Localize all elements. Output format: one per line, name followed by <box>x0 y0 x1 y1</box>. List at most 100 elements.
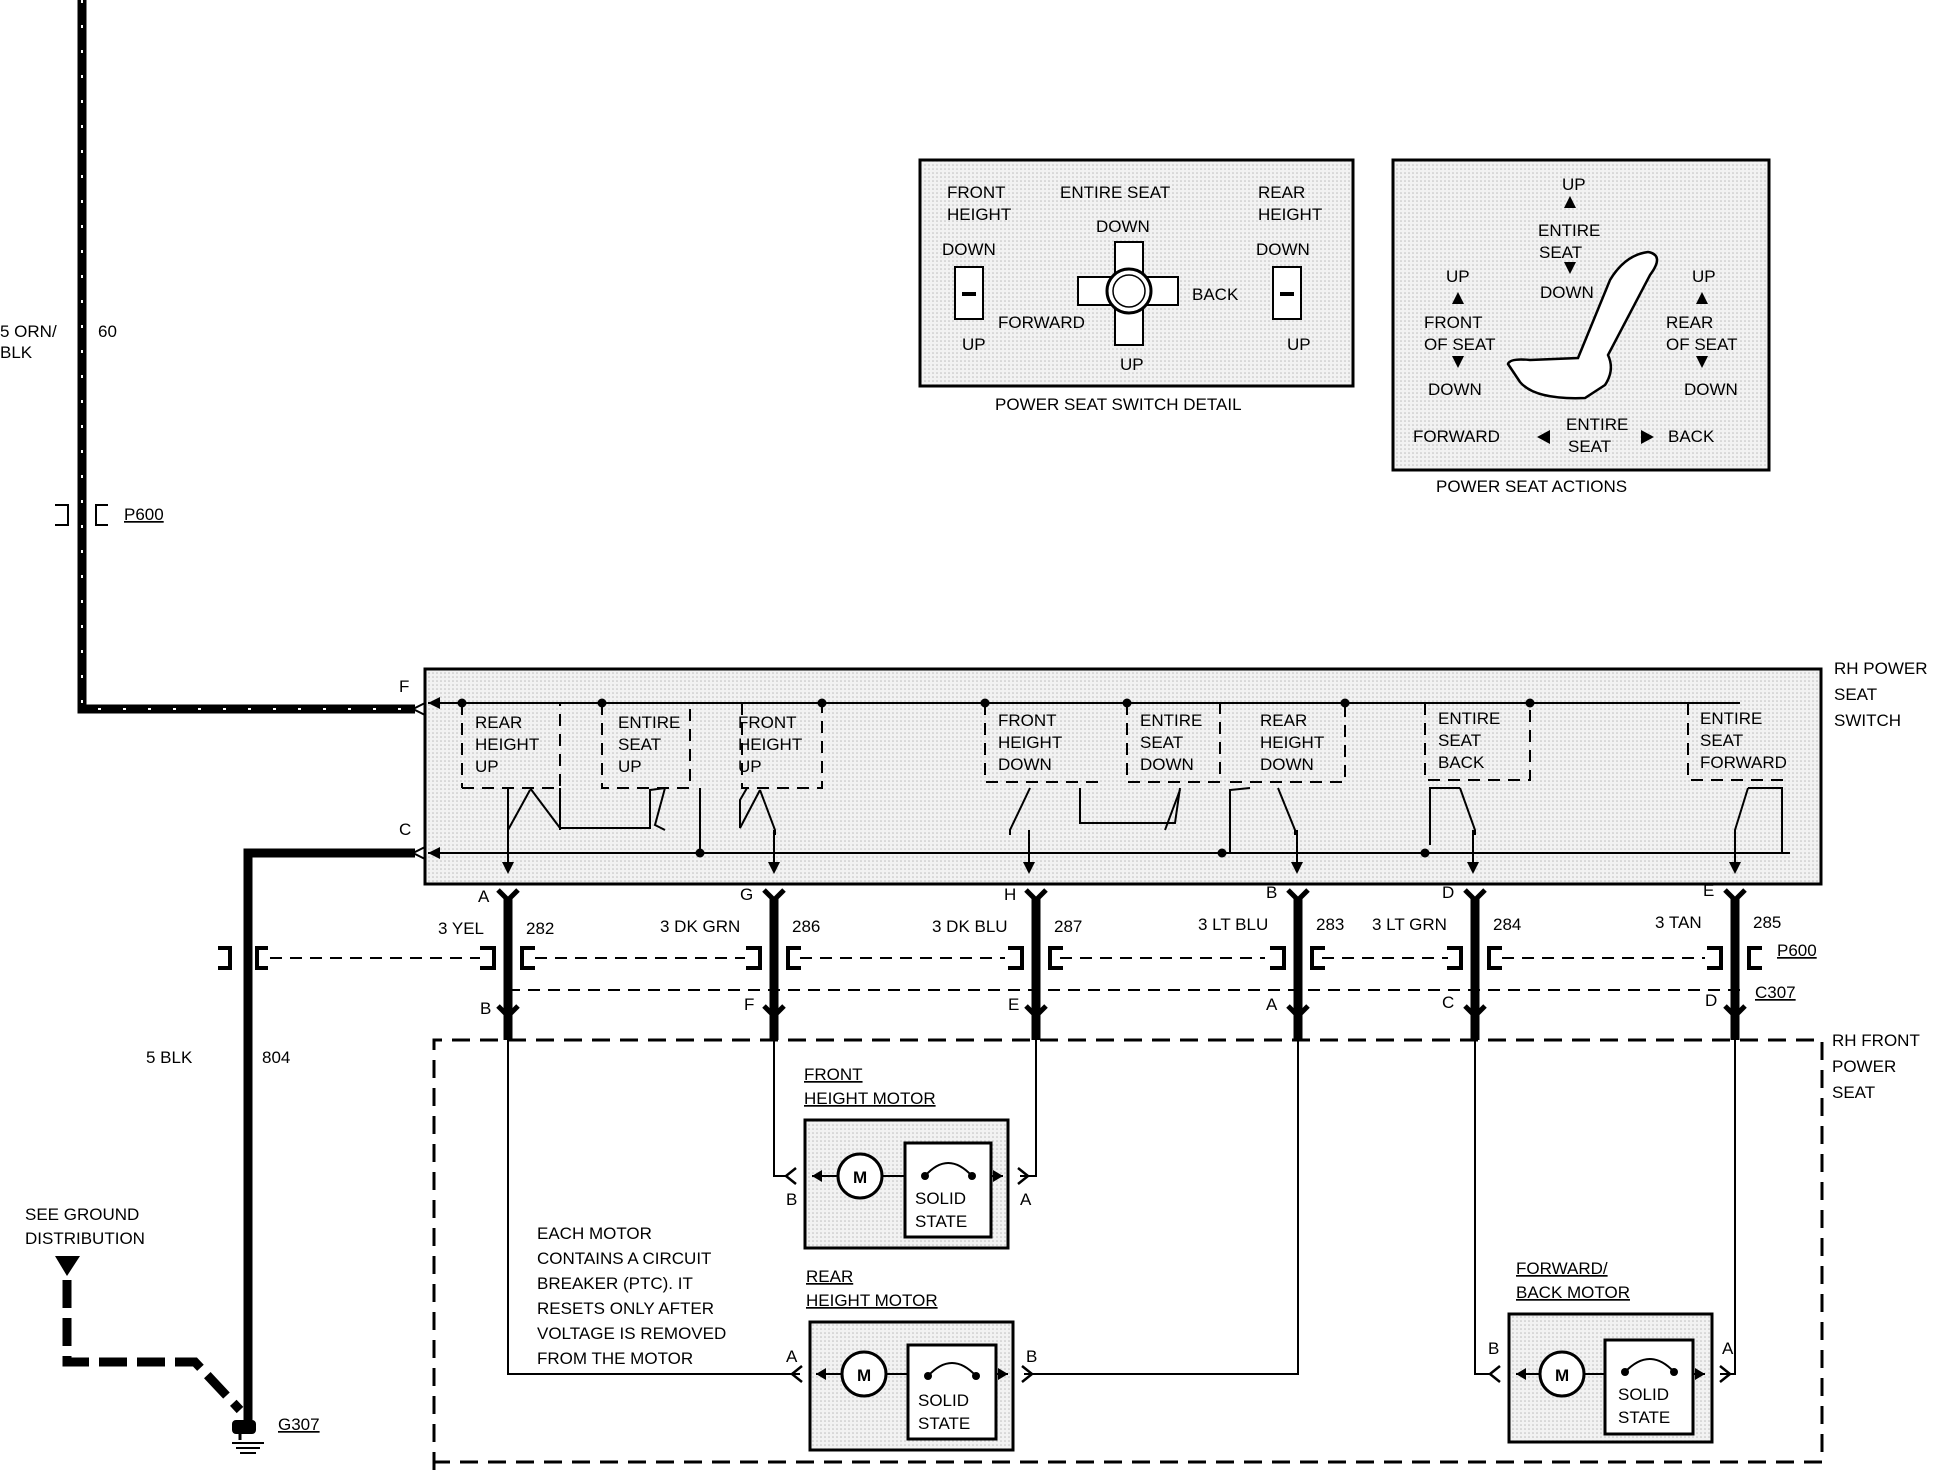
switch-7-line2: SEAT <box>1700 731 1743 750</box>
ground-wire-circuit: 804 <box>262 1048 290 1067</box>
switch-3-line2: HEIGHT <box>998 733 1062 752</box>
switch-1-line1: ENTIRE <box>618 713 680 732</box>
switch-2-line1: FRONT <box>738 713 797 732</box>
arrow-left-icon <box>1537 430 1550 444</box>
connector-p600-top-label: P600 <box>124 505 164 524</box>
circuit-1-top-pin: G <box>740 885 753 904</box>
arrow-up-icon <box>1696 292 1708 304</box>
circuit-4-top-pin: D <box>1442 883 1454 902</box>
feed-wire-color: 5 ORN/ <box>0 322 57 341</box>
seat-label-line2: POWER <box>1832 1057 1896 1076</box>
actions-top-up: UP <box>1562 175 1586 194</box>
feed-wire-circuit: 60 <box>98 322 117 341</box>
motor-icon <box>836 1152 884 1200</box>
circuit-0-bottom-pin: B <box>480 999 491 1018</box>
switch-detail-caption: POWER SEAT SWITCH DETAIL <box>995 395 1242 414</box>
switch-front-height-down: FRONT HEIGHT DOWN <box>998 711 1062 774</box>
detail-down-right: DOWN <box>1256 240 1310 259</box>
switch-entire-seat-down: ENTIRE SEAT DOWN <box>1140 711 1202 774</box>
detail-front-height-2: HEIGHT <box>947 205 1011 224</box>
switch-entire-seat-up: ENTIRE SEAT UP <box>618 713 680 776</box>
actions-rear-of-1: REAR <box>1666 313 1713 332</box>
rear-solid-state-2: STATE <box>918 1414 970 1433</box>
rh-power-seat-switch: RH POWER SEAT SWITCH F C <box>399 659 1928 886</box>
switch-4-line2: SEAT <box>1140 733 1183 752</box>
circuit-5-number: 285 <box>1753 913 1781 932</box>
circuit-4-wire: 3 LT GRN <box>1372 915 1447 934</box>
front-motor-title2: HEIGHT MOTOR <box>804 1089 936 1108</box>
front-solid-state-2: STATE <box>915 1212 967 1231</box>
actions-left-down: DOWN <box>1428 380 1482 399</box>
front-height-rocker-icon <box>954 266 984 320</box>
ground-label: G307 <box>278 1415 320 1434</box>
fb-motor-pin-left: B <box>1488 1339 1499 1358</box>
arrow-up-icon <box>1564 196 1576 208</box>
motor-note: EACH MOTOR CONTAINS A CIRCUIT BREAKER (P… <box>537 1224 726 1368</box>
ground-distribution: SEE GROUND DISTRIBUTION G307 <box>25 1205 320 1454</box>
switch-6-line3: BACK <box>1438 753 1485 772</box>
ground-symbol-icon <box>232 1420 264 1454</box>
detail-front-height-1: FRONT <box>947 183 1006 202</box>
switch-5-line1: REAR <box>1260 711 1307 730</box>
actions-back: BACK <box>1668 427 1715 446</box>
detail-forward: FORWARD <box>998 313 1085 332</box>
switch-3-line1: FRONT <box>998 711 1057 730</box>
forward-back-motor: FORWARD/ BACK MOTOR M SOLID STATE B A <box>1487 1259 1734 1444</box>
detail-down-center: DOWN <box>1096 217 1150 236</box>
actions-front-of-2: OF SEAT <box>1424 335 1495 354</box>
motor-icon <box>1538 1350 1586 1398</box>
switch-6-line2: SEAT <box>1438 731 1481 750</box>
switch-0-line2: HEIGHT <box>475 735 539 754</box>
front-height-motor: FRONT HEIGHT MOTOR M SOLID STATE B A <box>783 1065 1032 1250</box>
circuit-3-top-pin: B <box>1266 883 1277 902</box>
motor-note-line4: RESETS ONLY AFTER <box>537 1299 714 1318</box>
fb-solid-state-1: SOLID <box>1618 1385 1669 1404</box>
circuit-0-top-pin: A <box>478 887 490 906</box>
ground-arrow-icon <box>55 1256 80 1276</box>
switch-4-line1: ENTIRE <box>1140 711 1202 730</box>
switch-pin-feed: F <box>399 677 409 696</box>
arrow-down-icon <box>1564 262 1576 274</box>
actions-seat-2: SEAT <box>1568 437 1611 456</box>
actions-entire-2: ENTIRE <box>1566 415 1628 434</box>
seat-actions-caption: POWER SEAT ACTIONS <box>1436 477 1627 496</box>
arrow-up-icon <box>1452 292 1464 304</box>
switch-4-line3: DOWN <box>1140 755 1194 774</box>
switch-5-line2: HEIGHT <box>1260 733 1324 752</box>
actions-right-down: DOWN <box>1684 380 1738 399</box>
actions-front-of-1: FRONT <box>1424 313 1483 332</box>
switch-2-line3: UP <box>738 757 762 776</box>
actions-rear-of-2: OF SEAT <box>1666 335 1737 354</box>
connector-p600-label: P600 <box>1777 941 1817 960</box>
fb-motor-symbol: M <box>1555 1366 1569 1385</box>
arrow-right-icon <box>1641 430 1654 444</box>
motor-note-line2: CONTAINS A CIRCUIT <box>537 1249 711 1268</box>
switch-2-line2: HEIGHT <box>738 735 802 754</box>
ground-wire-804: 5 BLK 804 <box>146 848 415 1432</box>
arrow-down-icon <box>1452 356 1464 368</box>
switch-7-line3: FORWARD <box>1700 753 1787 772</box>
detail-rear-height-2: HEIGHT <box>1258 205 1322 224</box>
switch-label-line1: RH POWER <box>1834 659 1928 678</box>
feed-wire-color2: BLK <box>0 343 33 362</box>
feed-wire-60: 5 ORN/ BLK 60 <box>0 0 415 714</box>
ground-note-line2: DISTRIBUTION <box>25 1229 145 1248</box>
actions-top-down: DOWN <box>1540 283 1594 302</box>
circuit-1-number: 286 <box>792 917 820 936</box>
switch-7-line1: ENTIRE <box>1700 709 1762 728</box>
switch-rear-height-up: REAR HEIGHT UP <box>475 713 539 776</box>
rh-front-power-seat: RH FRONT POWER SEAT EACH MOTOR CONTAINS … <box>432 1031 1920 1470</box>
seat-label-line1: RH FRONT <box>1832 1031 1920 1050</box>
circuit-4-bottom-pin: C <box>1442 993 1454 1012</box>
switch-entire-seat-forward: ENTIRE SEAT FORWARD <box>1700 709 1787 772</box>
circuit-3-number: 283 <box>1316 915 1344 934</box>
front-motor-pin-left: B <box>786 1190 797 1209</box>
rear-motor-title2: HEIGHT MOTOR <box>806 1291 938 1310</box>
circuit-1-bottom-pin: F <box>744 995 754 1014</box>
detail-up-right: UP <box>1287 335 1311 354</box>
rear-motor-title1: REAR <box>806 1267 853 1286</box>
switch-detail-panel: FRONT HEIGHT ENTIRE SEAT REAR HEIGHT DOW… <box>918 158 1355 414</box>
circuit-5-top-pin: E <box>1703 881 1714 900</box>
switch-0-line1: REAR <box>475 713 522 732</box>
circuit-2-number: 287 <box>1054 917 1082 936</box>
